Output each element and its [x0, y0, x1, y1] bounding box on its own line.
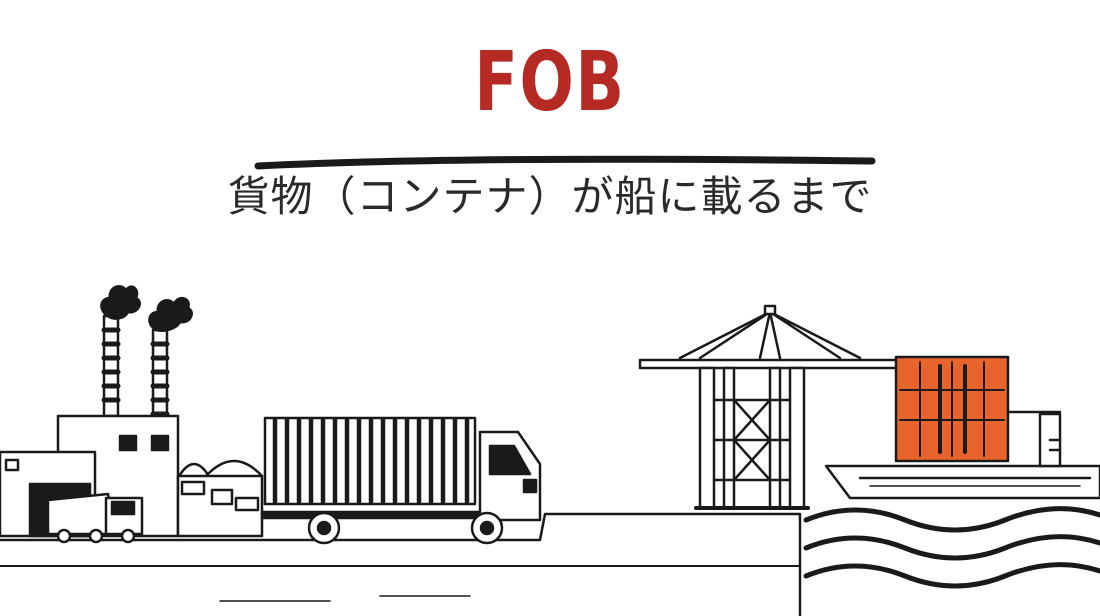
container-truck-icon: [260, 416, 542, 545]
cargo-ship-icon: [824, 410, 1100, 500]
garbage-truck-icon: [46, 492, 144, 544]
page-subtitle: 貨物（コンテナ）が船に載るまで: [227, 172, 873, 221]
page-title: FOB: [474, 35, 626, 130]
shipping-container-icon: [894, 355, 1010, 463]
waves-icon: [803, 506, 1100, 589]
